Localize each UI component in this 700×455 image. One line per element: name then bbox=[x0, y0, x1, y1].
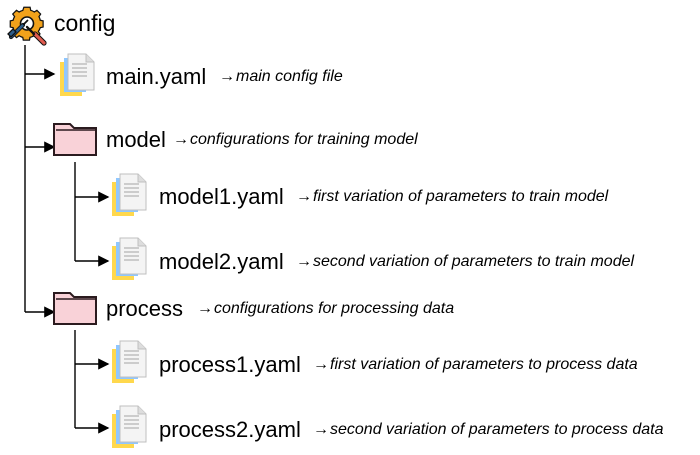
process1-yaml-document-icon bbox=[108, 339, 152, 385]
main-yaml-document-icon bbox=[56, 52, 100, 98]
model2-yaml-document-icon bbox=[108, 236, 152, 282]
process2-yaml-arrow: → bbox=[313, 421, 329, 438]
main-yaml-label: main.yaml bbox=[106, 64, 207, 89]
process-folder-icon bbox=[52, 289, 100, 327]
process-folder-description: →configurations for processing data bbox=[197, 301, 454, 317]
root-folder-label: config bbox=[54, 10, 116, 36]
main-yaml-description: →main config file bbox=[219, 69, 343, 85]
model1-yaml-description-text: first variation of parameters to train m… bbox=[313, 188, 609, 205]
process1-yaml-label: process1.yaml bbox=[159, 352, 301, 377]
process2-yaml-description-text: second variation of parameters to proces… bbox=[330, 421, 664, 438]
model-folder-description-text: configurations for training model bbox=[190, 131, 418, 148]
process-folder-arrow: → bbox=[197, 300, 213, 317]
process-folder-description-text: configurations for processing data bbox=[214, 300, 455, 317]
main-yaml-arrow: → bbox=[219, 68, 235, 85]
model-folder-arrow: → bbox=[173, 131, 189, 148]
model-folder-label: model bbox=[106, 127, 166, 152]
process1-yaml-arrow: → bbox=[313, 356, 329, 373]
process1-yaml-description-text: first variation of parameters to process… bbox=[330, 356, 638, 373]
process2-yaml-description: →second variation of parameters to proce… bbox=[313, 422, 664, 438]
process2-yaml-document-icon bbox=[108, 404, 152, 450]
model2-yaml-arrow: → bbox=[296, 253, 312, 270]
model2-yaml-description: →second variation of parameters to train… bbox=[296, 254, 634, 270]
process-folder-label: process bbox=[106, 296, 184, 321]
main-yaml-description-text: main config file bbox=[236, 68, 343, 85]
model1-yaml-description: →first variation of parameters to train … bbox=[296, 189, 608, 205]
process1-yaml-description: →first variation of parameters to proces… bbox=[313, 357, 638, 373]
model-folder-description: →configurations for training model bbox=[173, 132, 418, 148]
model2-yaml-label: model2.yaml bbox=[159, 249, 284, 274]
process2-yaml-label: process2.yaml bbox=[159, 417, 301, 442]
model1-yaml-label: model1.yaml bbox=[159, 184, 284, 209]
model1-yaml-arrow: → bbox=[296, 188, 312, 205]
model2-yaml-description-text: second variation of parameters to train … bbox=[313, 253, 635, 270]
settings-tools-icon bbox=[4, 3, 50, 49]
model1-yaml-document-icon bbox=[108, 172, 152, 218]
model-folder-icon bbox=[52, 120, 100, 158]
